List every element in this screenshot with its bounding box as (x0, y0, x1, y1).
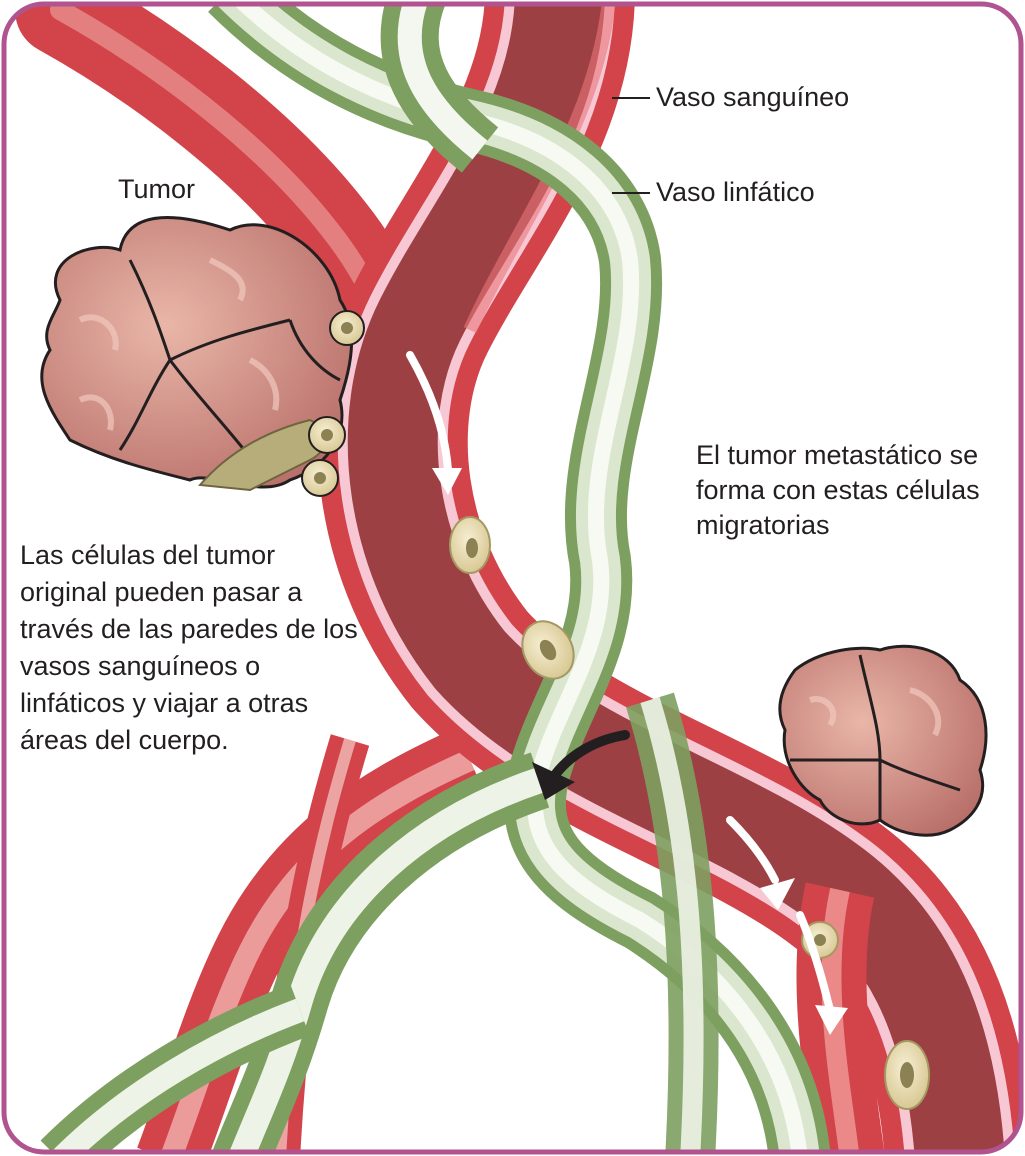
original-cells-caption: Las células del tumor original pueden pa… (20, 537, 400, 759)
lymph-vessel-leader (612, 192, 650, 194)
tumor-label: Tumor (118, 172, 195, 207)
original-line-6: áreas del cuerpo. (20, 722, 400, 759)
metastatic-caption: El tumor metastático se forma con estas … (696, 438, 1016, 543)
metastatic-line-3: migratorias (696, 508, 1016, 543)
blood-vessel-leader (612, 97, 650, 99)
original-line-3: través de las paredes de los (20, 611, 400, 648)
metastatic-line-1: El tumor metastático se (696, 438, 1016, 473)
lymph-vessel-label: Vaso linfático (656, 175, 815, 210)
blood-vessel-label: Vaso sanguíneo (656, 80, 849, 115)
original-tumor (42, 218, 364, 497)
original-line-2: original pueden pasar a (20, 574, 400, 611)
original-line-5: linfáticos y viajar a otras (20, 685, 400, 722)
original-line-4: vasos sanguíneos o (20, 648, 400, 685)
original-line-1: Las células del tumor (20, 537, 400, 574)
metastatic-line-2: forma con estas células (696, 473, 1016, 508)
